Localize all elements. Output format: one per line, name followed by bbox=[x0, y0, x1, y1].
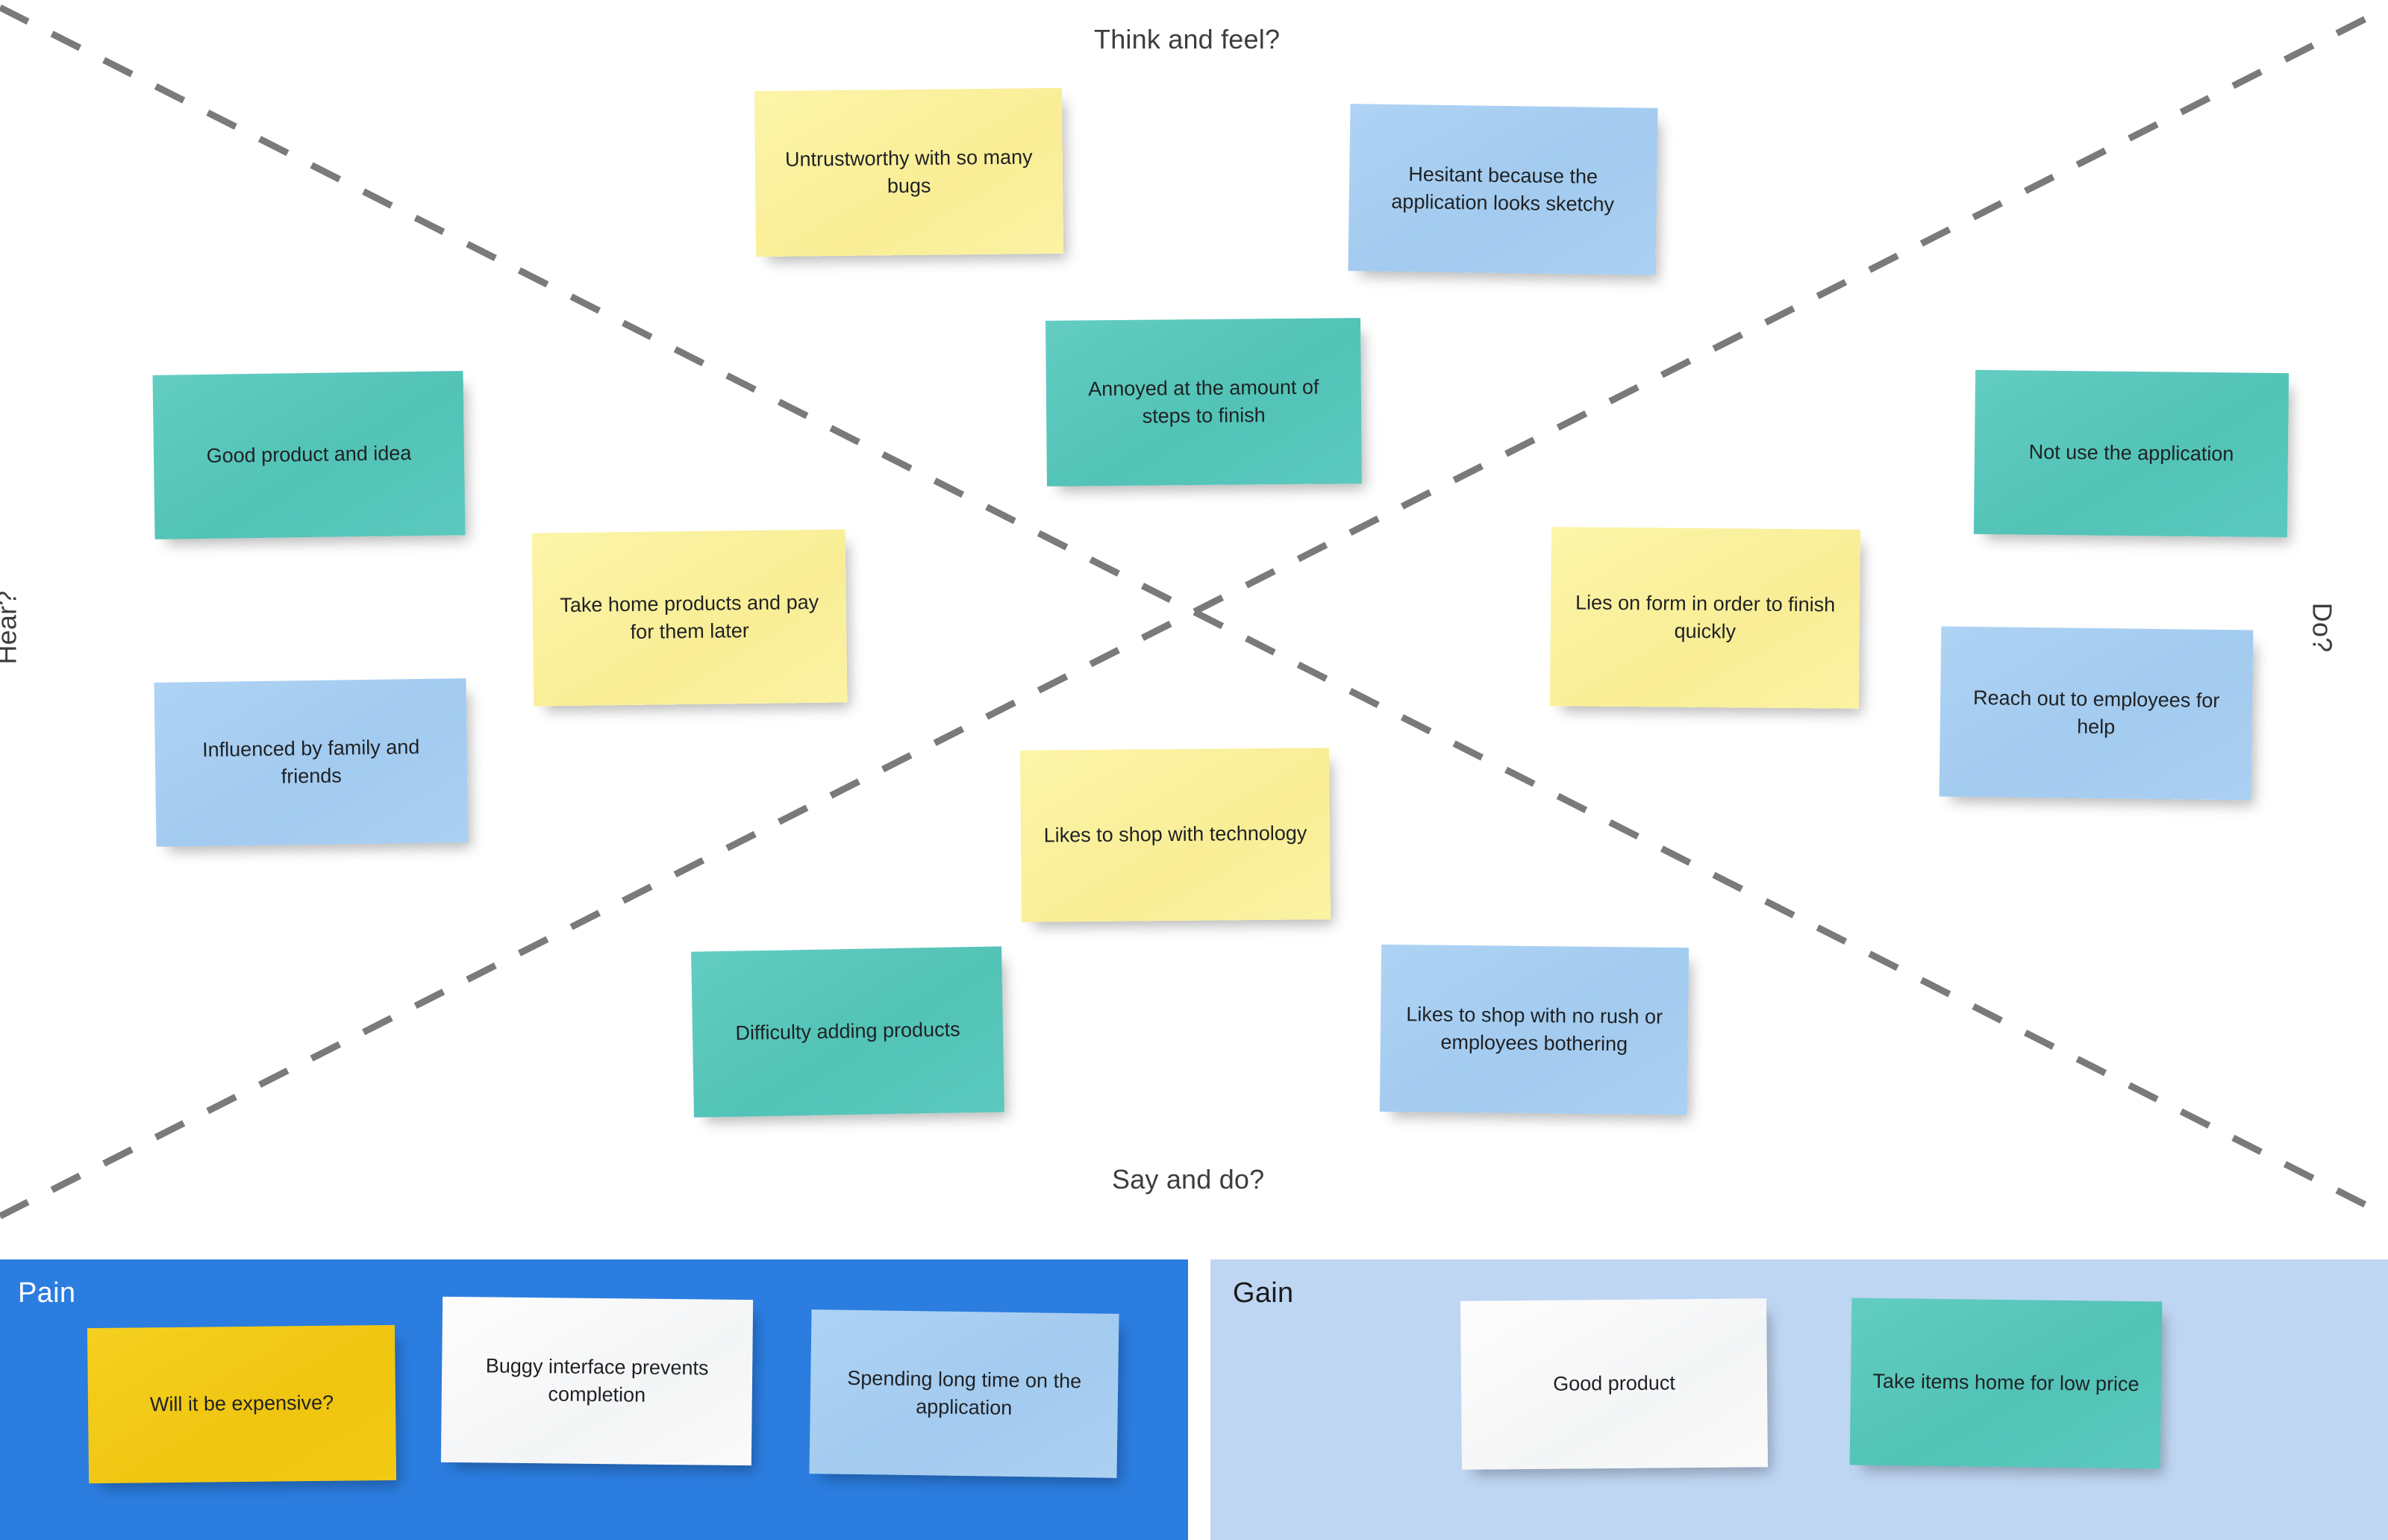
quadrant-label-hear: Hear? bbox=[0, 590, 22, 665]
sticky-note-text: Reach out to employees for help bbox=[1972, 686, 2220, 739]
sticky-note-text: Buggy interface prevents completion bbox=[485, 1354, 709, 1406]
sticky-note-text: Hesitant because the application looks s… bbox=[1391, 162, 1615, 216]
diagonal-line-top-left-to-bottom-right bbox=[0, 4, 2388, 1220]
sticky-note-text: Good product bbox=[1553, 1371, 1675, 1396]
sticky-note-take-home-products[interactable]: Take home products and pay for them late… bbox=[531, 529, 848, 707]
sticky-note-untrustworthy[interactable]: Untrustworthy with so many bugs bbox=[754, 87, 1064, 257]
sticky-note-text: Likes to shop with technology bbox=[1043, 821, 1307, 847]
sticky-note-text: Will it be expensive? bbox=[149, 1392, 334, 1416]
gain-panel-title: Gain bbox=[1233, 1277, 1294, 1309]
sticky-note-buggy-interface[interactable]: Buggy interface prevents completion bbox=[440, 1296, 754, 1466]
diagonal-line-bottom-left-to-top-right bbox=[0, 4, 2388, 1220]
quadrant-label-do: Do? bbox=[2307, 602, 2338, 653]
quadrant-label-think-and-feel: Think and feel? bbox=[1094, 24, 1281, 54]
sticky-note-spending-long-time[interactable]: Spending long time on the application bbox=[809, 1309, 1119, 1478]
sticky-note-reach-out-employees[interactable]: Reach out to employees for help bbox=[1939, 626, 2254, 801]
sticky-note-influenced-family[interactable]: Influenced by family and friends bbox=[154, 678, 469, 847]
sticky-note-lies-on-form[interactable]: Lies on form in order to finish quickly bbox=[1549, 527, 1861, 709]
sticky-note-text: Good product and idea bbox=[206, 442, 412, 468]
sticky-note-text: Take items home for low price bbox=[1872, 1370, 2139, 1396]
sticky-note-hesitant[interactable]: Hesitant because the application looks s… bbox=[1348, 104, 1658, 275]
sticky-note-text: Not use the application bbox=[2028, 440, 2234, 466]
quadrant-divider-cross bbox=[0, 4, 2388, 1220]
sticky-note-text: Take home products and pay for them late… bbox=[560, 590, 819, 643]
sticky-note-likes-shop-technology[interactable]: Likes to shop with technology bbox=[1020, 748, 1331, 922]
sticky-note-difficulty-adding[interactable]: Difficulty adding products bbox=[691, 946, 1004, 1118]
sticky-note-take-items-home[interactable]: Take items home for low price bbox=[1849, 1298, 2163, 1469]
sticky-note-will-it-be-expensive[interactable]: Will it be expensive? bbox=[87, 1324, 397, 1484]
sticky-note-good-product-idea[interactable]: Good product and idea bbox=[152, 371, 466, 539]
sticky-note-text: Untrustworthy with so many bugs bbox=[784, 145, 1033, 198]
quadrant-label-say-and-do: Say and do? bbox=[1112, 1164, 1265, 1195]
sticky-note-text: Likes to shop with no rush or employees … bbox=[1406, 1002, 1663, 1056]
pain-panel-title: Pain bbox=[18, 1277, 76, 1309]
sticky-note-not-use-application[interactable]: Not use the application bbox=[1973, 369, 2289, 538]
sticky-note-text: Annoyed at the amount of steps to finish bbox=[1088, 375, 1319, 428]
sticky-note-text: Difficulty adding products bbox=[735, 1018, 960, 1045]
sticky-note-annoyed-steps[interactable]: Annoyed at the amount of steps to finish bbox=[1045, 318, 1362, 486]
sticky-note-text: Spending long time on the application bbox=[847, 1366, 1082, 1419]
gain-panel: Gain bbox=[1210, 1259, 2388, 1540]
sticky-note-good-product[interactable]: Good product bbox=[1460, 1298, 1768, 1470]
sticky-note-text: Lies on form in order to finish quickly bbox=[1575, 591, 1836, 643]
sticky-note-likes-shop-no-rush[interactable]: Likes to shop with no rush or employees … bbox=[1379, 944, 1690, 1115]
sticky-note-text: Influenced by family and friends bbox=[201, 735, 420, 788]
